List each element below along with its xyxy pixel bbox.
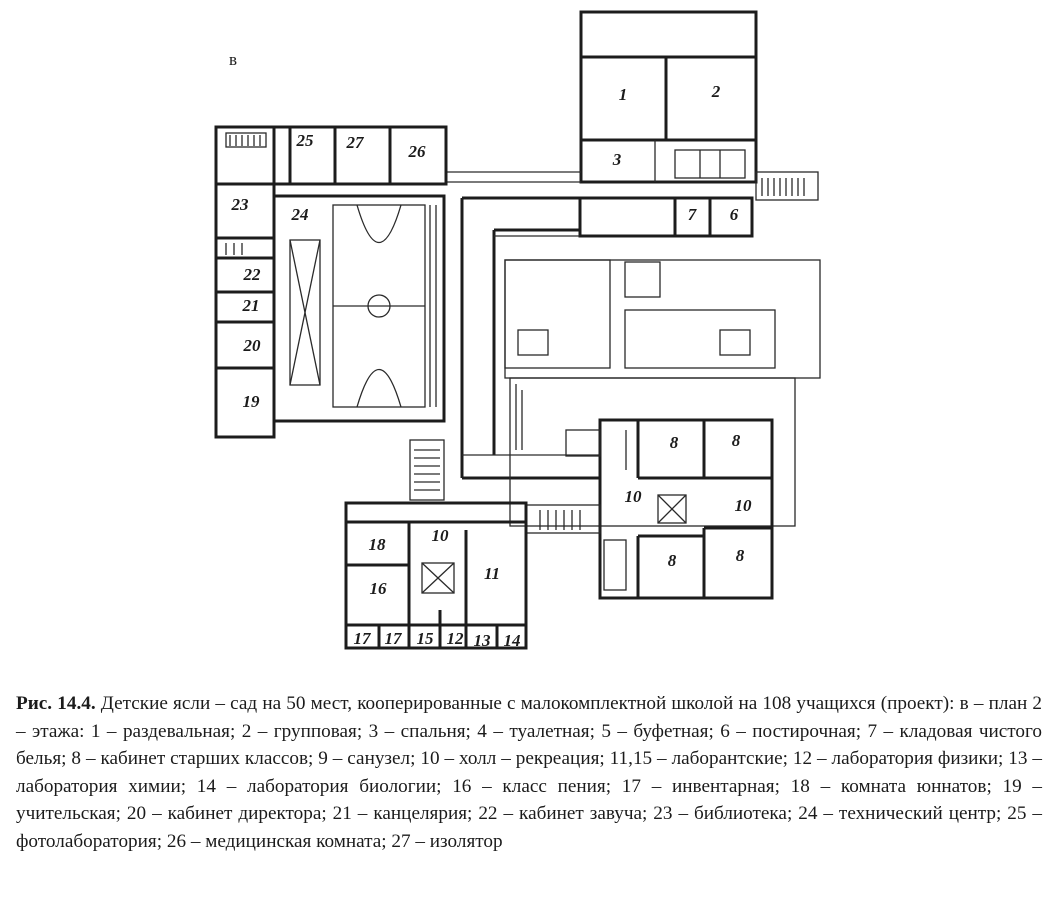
room-number: 6 <box>730 205 739 224</box>
room-number: 15 <box>417 629 435 648</box>
gymnasium <box>272 194 446 423</box>
stair-east <box>755 171 819 201</box>
room-number: 8 <box>736 546 745 565</box>
room-number: 25 <box>296 131 315 150</box>
room-number: 12 <box>447 629 465 648</box>
floor-plan-figure: в <box>214 10 821 650</box>
courtyard <box>504 259 821 527</box>
stair-south-link <box>525 504 601 534</box>
room-number: 22 <box>243 265 262 284</box>
floor-plan-drawing: 1 2 3 6 7 8 8 8 8 10 10 10 11 12 13 14 1… <box>214 10 821 650</box>
central-corridor <box>460 196 600 480</box>
room-number: 8 <box>732 431 741 450</box>
room-number: 2 <box>711 82 721 101</box>
room-number: 27 <box>346 133 366 152</box>
room-number: 10 <box>432 526 450 545</box>
figure-caption: Рис. 14.4. Детские ясли – сад на 50 мест… <box>16 690 1042 855</box>
room-number: 20 <box>243 336 262 355</box>
room-number: 14 <box>504 631 521 650</box>
caption-text: Детские ясли – сад на 50 мест, коопериро… <box>16 693 1043 852</box>
room-number: 7 <box>688 205 698 224</box>
stair-south <box>409 439 445 501</box>
room-number: 23 <box>231 195 250 214</box>
room-number: 17 <box>385 629 404 648</box>
room-number: 10 <box>735 496 753 515</box>
room-number: 24 <box>291 205 309 224</box>
room-number: 21 <box>242 296 260 315</box>
room-number: 11 <box>484 564 500 583</box>
room-number: 1 <box>619 85 628 104</box>
kindergarten-block <box>579 10 758 184</box>
room-number: 13 <box>474 631 492 650</box>
room-number: 17 <box>354 629 373 648</box>
room-number: 26 <box>408 142 427 161</box>
laboratory-block <box>344 501 528 650</box>
room-number: 10 <box>625 487 643 506</box>
sheet-letter: в <box>229 50 238 69</box>
room-number: 8 <box>668 551 677 570</box>
caption-label: Рис. 14.4. <box>16 693 96 714</box>
medical-wing <box>214 125 448 186</box>
room-number: 18 <box>369 535 387 554</box>
room-numbers: 1 2 3 6 7 8 8 8 8 10 10 10 11 12 13 14 1… <box>231 82 753 650</box>
room-number: 3 <box>612 150 622 169</box>
room-number: 8 <box>670 433 679 452</box>
room-number: 19 <box>243 392 261 411</box>
utility-rooms <box>578 196 754 238</box>
room-number: 16 <box>370 579 388 598</box>
